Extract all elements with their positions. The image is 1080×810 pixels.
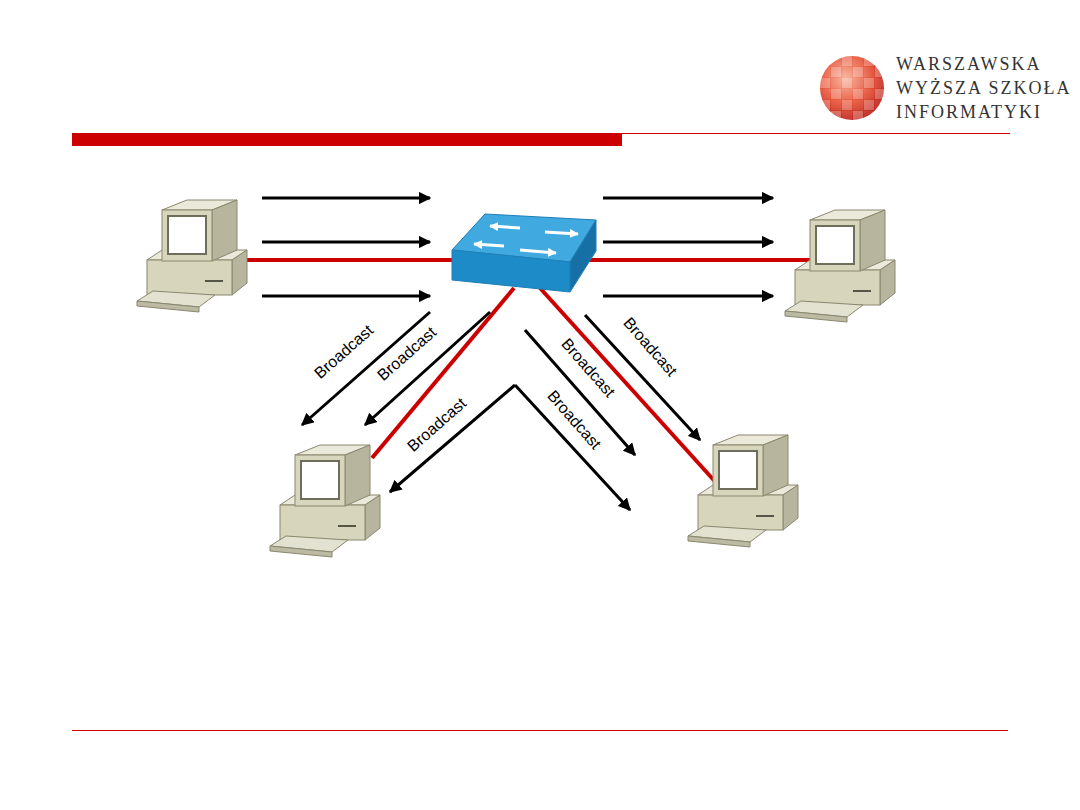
logo-tile xyxy=(820,89,830,99)
illustration-part xyxy=(245,258,455,262)
computer-icon xyxy=(137,200,247,312)
logo-tile xyxy=(864,89,874,99)
footer-rule xyxy=(72,730,1008,731)
illustration-part xyxy=(588,258,812,262)
illustration-part xyxy=(603,197,773,200)
header-rule xyxy=(622,133,1010,134)
illustration-part xyxy=(603,295,773,298)
illustration-part xyxy=(365,312,490,425)
illustration-part xyxy=(820,56,885,121)
logo-tile xyxy=(875,100,885,110)
illustration-part xyxy=(520,250,556,253)
logo-tile xyxy=(853,67,863,77)
header-bar xyxy=(72,133,622,146)
logo-tile xyxy=(831,89,841,99)
logo-tile xyxy=(842,78,852,88)
broadcast-label: Broadcast xyxy=(541,385,606,456)
logo-tile xyxy=(842,111,852,121)
logo-tile xyxy=(831,67,841,77)
illustration-part xyxy=(603,241,773,244)
broadcast-label: Broadcast xyxy=(309,319,379,384)
logo-tile xyxy=(864,56,874,66)
logo-tile xyxy=(853,89,863,99)
logo-tile xyxy=(831,111,841,121)
logo-tile xyxy=(820,78,830,88)
logo-tile xyxy=(864,111,874,121)
broadcast-label: Broadcast xyxy=(402,392,472,457)
logo-tile xyxy=(875,78,885,88)
illustration-part xyxy=(570,220,596,292)
illustration-part xyxy=(262,241,430,244)
logo-tile xyxy=(853,111,863,121)
logo-tile xyxy=(831,100,841,110)
illustration-part xyxy=(525,330,635,455)
logo-tile xyxy=(820,100,830,110)
illustration-part xyxy=(262,295,430,298)
logo-tile xyxy=(853,78,863,88)
logo-tile xyxy=(831,56,841,66)
computer-icon xyxy=(688,435,798,547)
illustration-part xyxy=(515,385,630,510)
switch-icon xyxy=(452,214,596,292)
illustration-part xyxy=(390,385,515,492)
logo-tile xyxy=(864,78,874,88)
logo-tile xyxy=(820,56,830,66)
logo-tile xyxy=(875,67,885,77)
illustration-part xyxy=(452,250,570,292)
logo-text: WARSZAWSKA xyxy=(896,55,1042,73)
logo-tile xyxy=(875,56,885,66)
logo-tile xyxy=(842,100,852,110)
school-logo xyxy=(820,56,885,121)
logo-tile xyxy=(842,89,852,99)
broadcast-label: Broadcast xyxy=(617,312,682,383)
logo-text: WYŻSZA SZKOŁA xyxy=(896,79,1072,97)
illustration-part xyxy=(474,244,504,246)
illustration-part xyxy=(820,56,884,120)
illustration-part xyxy=(490,226,520,228)
logo-tile xyxy=(864,67,874,77)
logo-tile xyxy=(842,56,852,66)
traffic-arrows xyxy=(262,198,773,510)
computer-icon xyxy=(270,445,380,557)
logo-tile xyxy=(842,67,852,77)
logo-tile xyxy=(875,111,885,121)
logo-tile xyxy=(853,56,863,66)
illustration-part xyxy=(474,226,578,253)
illustration-part xyxy=(372,288,514,458)
logo-tile xyxy=(831,78,841,88)
logo-tile xyxy=(820,111,830,121)
illustration-part xyxy=(302,312,430,425)
illustration-part xyxy=(545,232,578,234)
logo-tile xyxy=(820,67,830,77)
logo-tile xyxy=(875,89,885,99)
logo-tile xyxy=(853,100,863,110)
logo-tile xyxy=(864,100,874,110)
computer-icon xyxy=(785,210,895,322)
illustration-part xyxy=(540,288,720,487)
logo-text: INFORMATYKI xyxy=(896,103,1042,121)
illustration-part xyxy=(262,197,430,200)
